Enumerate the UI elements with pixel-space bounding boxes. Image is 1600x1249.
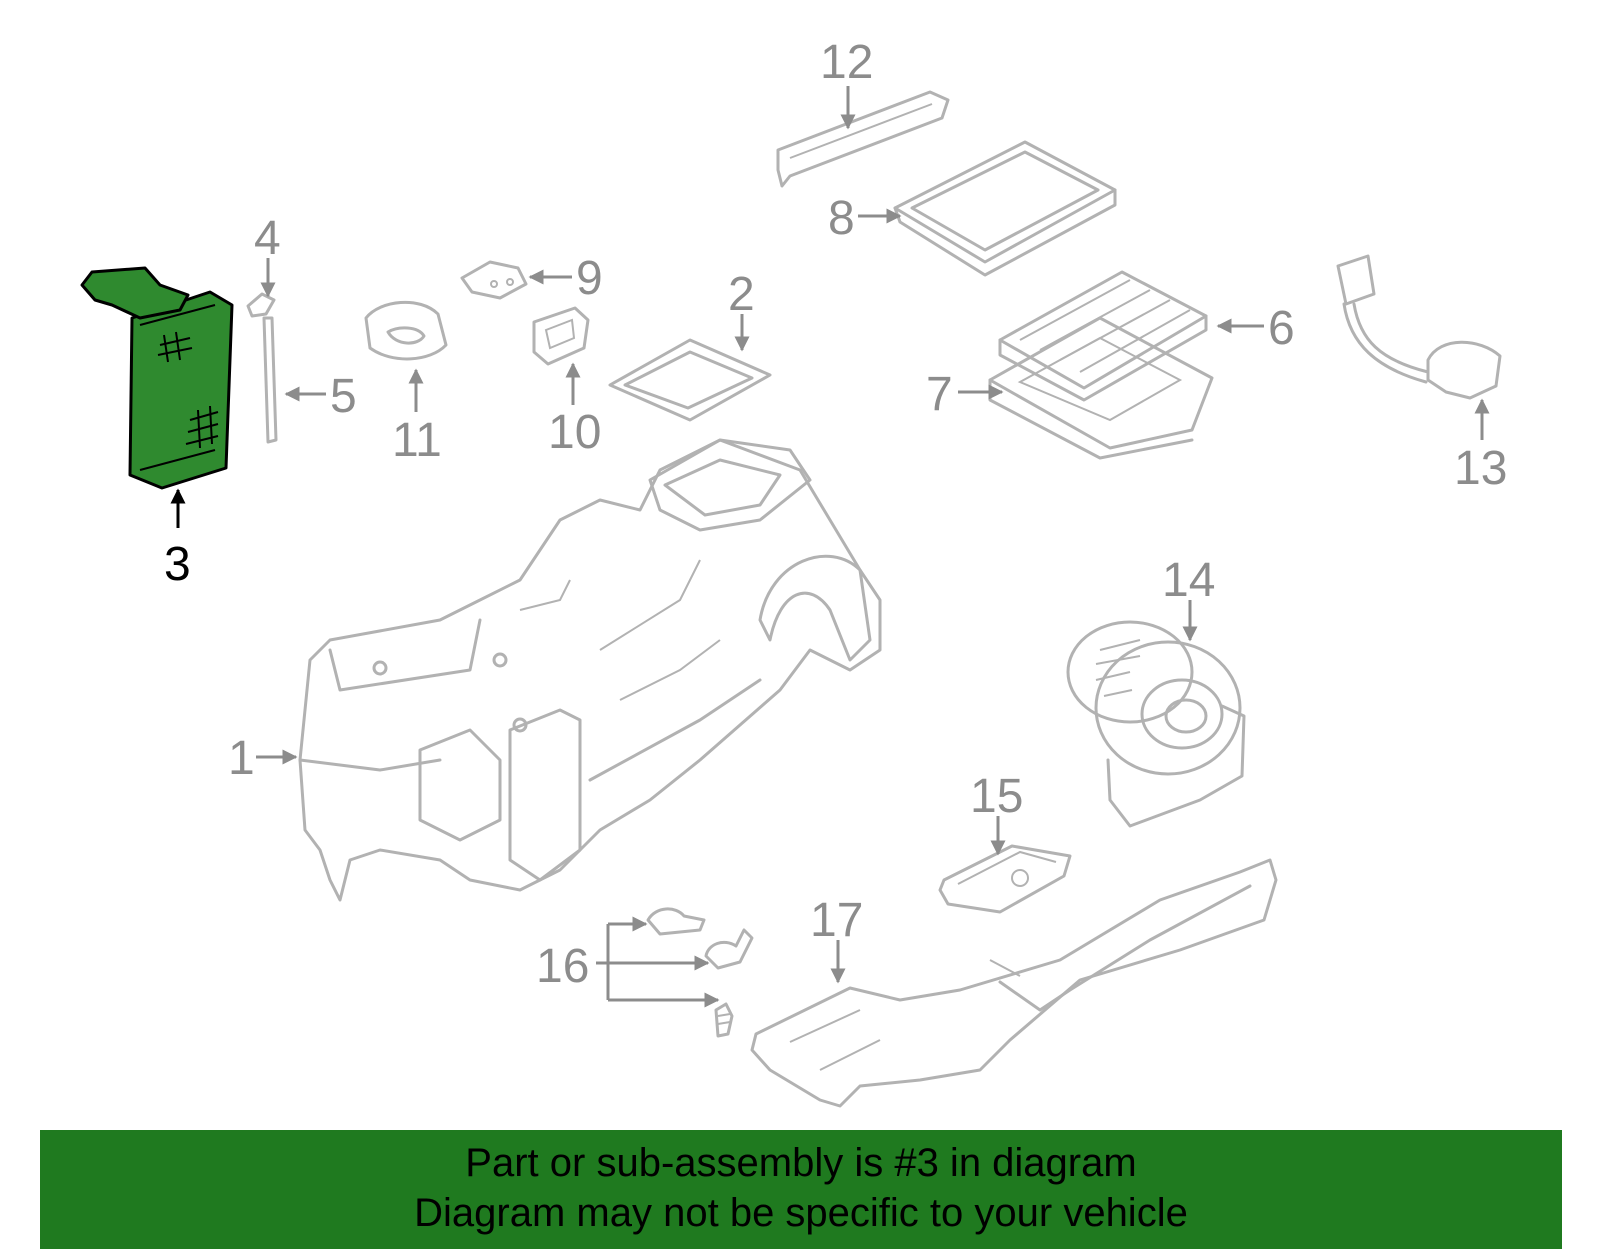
info-banner: Part or sub-assembly is #3 in diagram Di…: [40, 1130, 1562, 1249]
callout-7[interactable]: 7: [926, 368, 953, 421]
part-6-filter[interactable]: [998, 270, 1208, 402]
callout-4[interactable]: 4: [254, 212, 281, 265]
callout-6[interactable]: 6: [1268, 302, 1295, 355]
parts-diagram: 1 2 3 4 5 6 7 8 9 10 11 12 13 14 15 16 1…: [80, 36, 1507, 1108]
callout-1[interactable]: 1: [228, 732, 255, 785]
leader-lines: [170, 86, 1490, 1008]
callout-9[interactable]: 9: [576, 252, 603, 305]
banner-disclaimer: Diagram may not be specific to your vehi…: [414, 1191, 1188, 1235]
part-10-grommet[interactable]: [532, 306, 590, 366]
callout-16[interactable]: 16: [536, 940, 589, 993]
callout-14[interactable]: 14: [1162, 554, 1215, 607]
callout-12[interactable]: 12: [820, 36, 873, 89]
part-4-clip[interactable]: [246, 292, 276, 318]
part-13-harness[interactable]: [1336, 254, 1502, 400]
part-1-hvac-housing[interactable]: [298, 438, 882, 902]
part-14-blower-motor[interactable]: [1066, 620, 1246, 828]
part-8-frame[interactable]: [893, 140, 1117, 277]
banner-part-note: Part or sub-assembly is #3 in diagram: [465, 1141, 1137, 1185]
callout-13[interactable]: 13: [1454, 442, 1507, 495]
callout-2[interactable]: 2: [728, 268, 755, 321]
callout-10[interactable]: 10: [548, 406, 601, 459]
part-17-floor-duct[interactable]: [750, 858, 1278, 1108]
callout-11[interactable]: 11: [392, 414, 442, 467]
part-9-clip[interactable]: [460, 260, 528, 300]
callout-15[interactable]: 15: [970, 770, 1023, 823]
part-3-heater-core[interactable]: [80, 266, 234, 490]
part-2-gasket[interactable]: [608, 338, 772, 422]
callout-3[interactable]: 3: [164, 538, 191, 591]
part-11-duct[interactable]: [364, 300, 448, 361]
callout-labels: 1 2 3 4 5 6 7 8 9 10 11 12 13 14 15 16 1…: [164, 36, 1507, 993]
callout-17[interactable]: 17: [810, 894, 863, 947]
part-5-tube[interactable]: [262, 316, 278, 444]
part-16-fasteners[interactable]: [646, 907, 754, 1038]
part-12-seal[interactable]: [776, 90, 950, 188]
callout-5[interactable]: 5: [330, 370, 357, 423]
callout-8[interactable]: 8: [828, 192, 855, 245]
part-15-actuator[interactable]: [938, 844, 1072, 914]
